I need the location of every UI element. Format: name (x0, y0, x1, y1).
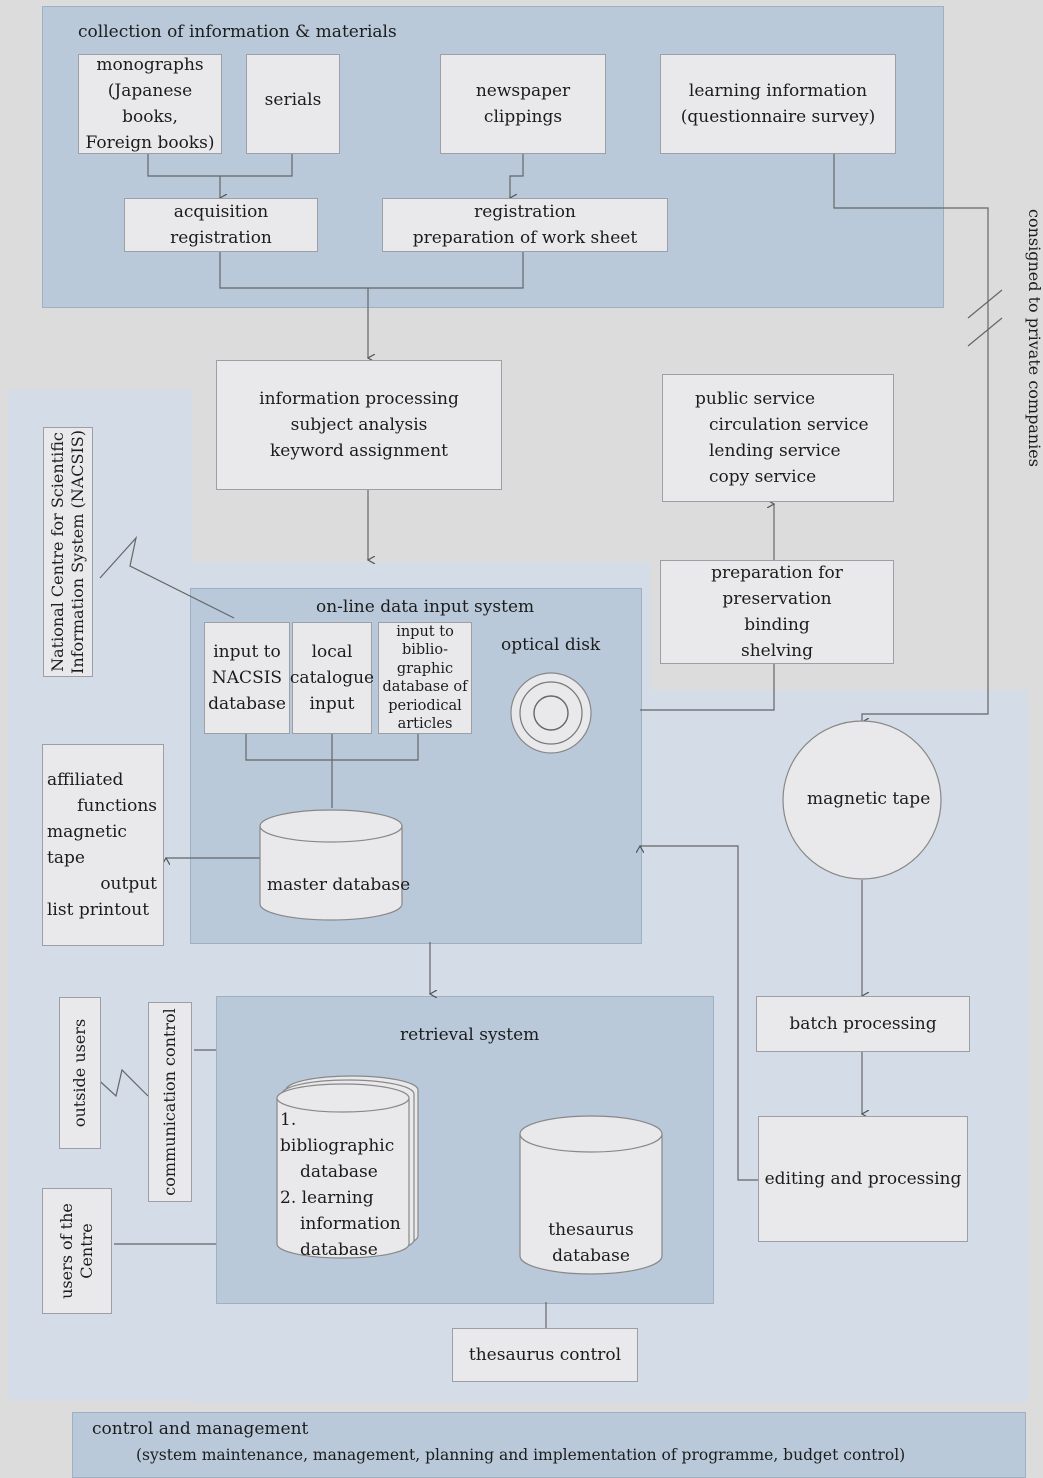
control-region (72, 1412, 1026, 1478)
batch-processing-box: batch processing (756, 996, 970, 1052)
public-service-box: public service circulation service lendi… (662, 374, 894, 502)
online-system-title: on-line data input system (316, 597, 535, 617)
batch-label: batch processing (789, 1014, 937, 1034)
registration-line-1: registration (474, 202, 576, 222)
public-service-line-1: public service (695, 389, 816, 409)
acquisition-line-2: registration (170, 228, 272, 248)
registration-line-2: preparation of work sheet (412, 228, 638, 248)
nacsis-label: National Centre for Scientific Informati… (43, 427, 93, 677)
bibliographic-database-text: 1. bibliographic database 2. learning in… (280, 1110, 408, 1260)
biblio-line-4: information (300, 1214, 401, 1234)
magnetic-tape-icon (782, 720, 942, 880)
editing-processing-box: editing and processing (758, 1116, 968, 1242)
newspaper-box: newspaper clippings (440, 54, 606, 154)
affiliated-functions-box: affiliated functions magnetic tape outpu… (42, 744, 164, 946)
periodical-line-4: database of (382, 679, 468, 695)
processing-line-1: information processing (259, 389, 459, 409)
local-input-line-3: input (309, 694, 355, 714)
affiliated-line-3: magnetic tape (47, 822, 127, 868)
outside-users-label: outside users (70, 1018, 89, 1128)
editing-label: editing and processing (764, 1169, 962, 1189)
biblio-line-2: database (300, 1162, 378, 1182)
preservation-line-1: preparation for preservation (711, 563, 843, 609)
local-input-line-2: catalogue (289, 668, 375, 688)
learning-line-1: learning information (688, 81, 868, 101)
affiliated-line-1: affiliated (47, 770, 124, 790)
local-catalogue-box: local catalogue input (289, 622, 375, 734)
nacsis-line-1: National Centre for Scientific (48, 432, 67, 672)
collection-title: collection of information & materials (78, 22, 397, 42)
optical-disk-icon (510, 672, 592, 754)
preservation-line-2: binding (744, 615, 810, 635)
retrieval-system-title: retrieval system (400, 1025, 540, 1045)
thesaurus-db-line-1: thesaurus (548, 1220, 634, 1240)
monographs-line-2: (Japanese books, (107, 81, 193, 127)
master-database-label: master database (267, 875, 411, 895)
communication-control-box: communication control (148, 1002, 192, 1202)
local-input-line-1: local (311, 642, 353, 662)
monographs-line-1: monographs (96, 55, 204, 75)
periodical-line-5: periodical (388, 697, 462, 714)
periodical-line-2: biblio- (401, 642, 449, 658)
thesaurus-database-icon (519, 1115, 663, 1275)
bibliographic-database-icon (276, 1075, 419, 1259)
public-service-line-3: lending service (709, 441, 841, 461)
thesaurus-database-text: thesaurus database (530, 1216, 652, 1270)
control-management-title: control and management (92, 1419, 309, 1439)
affiliated-line-4: output (100, 874, 157, 894)
learning-info-box: learning information (questionnaire surv… (660, 54, 896, 154)
periodical-input-box: input to biblio- graphic database of per… (378, 622, 472, 734)
nacsis-input-line-2: NACSIS (211, 668, 283, 688)
periodical-line-6: articles (397, 716, 453, 732)
public-service-line-2: circulation service (709, 415, 869, 435)
periodical-line-3: graphic (396, 660, 454, 677)
optical-disk-label: optical disk (501, 635, 601, 655)
centre-users-box: users of the Centre (42, 1188, 112, 1314)
magnetic-tape-label: magnetic tape (807, 789, 931, 809)
thesaurus-control-label: thesaurus control (468, 1345, 622, 1365)
control-management-detail: (system maintenance, management, plannin… (136, 1446, 906, 1464)
monographs-box: monographs (Japanese books, Foreign book… (78, 54, 222, 154)
information-processing-box: information processing subject analysis … (216, 360, 502, 490)
acquisition-line-1: acquisition (173, 202, 269, 222)
thesaurus-db-line-2: database (552, 1246, 630, 1266)
nacsis-input-box: input to NACSIS database (204, 622, 290, 734)
registration-box: registration preparation of work sheet (382, 198, 668, 252)
biblio-line-5: database (300, 1240, 378, 1260)
newspaper-line-1: newspaper (475, 81, 571, 101)
thesaurus-control-box: thesaurus control (452, 1328, 638, 1382)
communication-control-label: communication control (160, 1008, 179, 1196)
outside-users-box: outside users (59, 997, 101, 1149)
affiliated-line-2: functions (77, 796, 157, 816)
biblio-line-3: 2. learning (280, 1188, 374, 1208)
processing-line-2: subject analysis (290, 415, 428, 435)
preservation-box: preparation for preservation binding she… (660, 560, 894, 664)
affiliated-line-5: list printout (47, 900, 150, 920)
serials-box: serials (246, 54, 340, 154)
centre-users-line-2: Centre (77, 1223, 96, 1279)
learning-line-2: (questionnaire survey) (680, 107, 876, 127)
public-service-line-4: copy service (709, 467, 817, 487)
processing-line-3: keyword assignment (270, 441, 448, 461)
biblio-line-1: 1. bibliographic (280, 1110, 395, 1156)
periodical-line-1: input to (396, 623, 454, 640)
consigned-label: consigned to private companies (1023, 188, 1043, 488)
nacsis-line-2: Information System (NACSIS) (68, 430, 87, 674)
monographs-line-3: Foreign books) (85, 133, 215, 153)
consigned-text: consigned to private companies (1025, 209, 1043, 467)
master-database-icon (259, 809, 403, 921)
nacsis-input-line-1: input to (213, 642, 281, 662)
serials-label: serials (264, 90, 322, 110)
acquisition-box: acquisition registration (124, 198, 318, 252)
preservation-line-3: shelving (740, 641, 814, 661)
centre-users-line-1: users of the (57, 1203, 76, 1299)
newspaper-line-2: clippings (483, 107, 563, 127)
nacsis-input-line-3: database (208, 694, 286, 714)
